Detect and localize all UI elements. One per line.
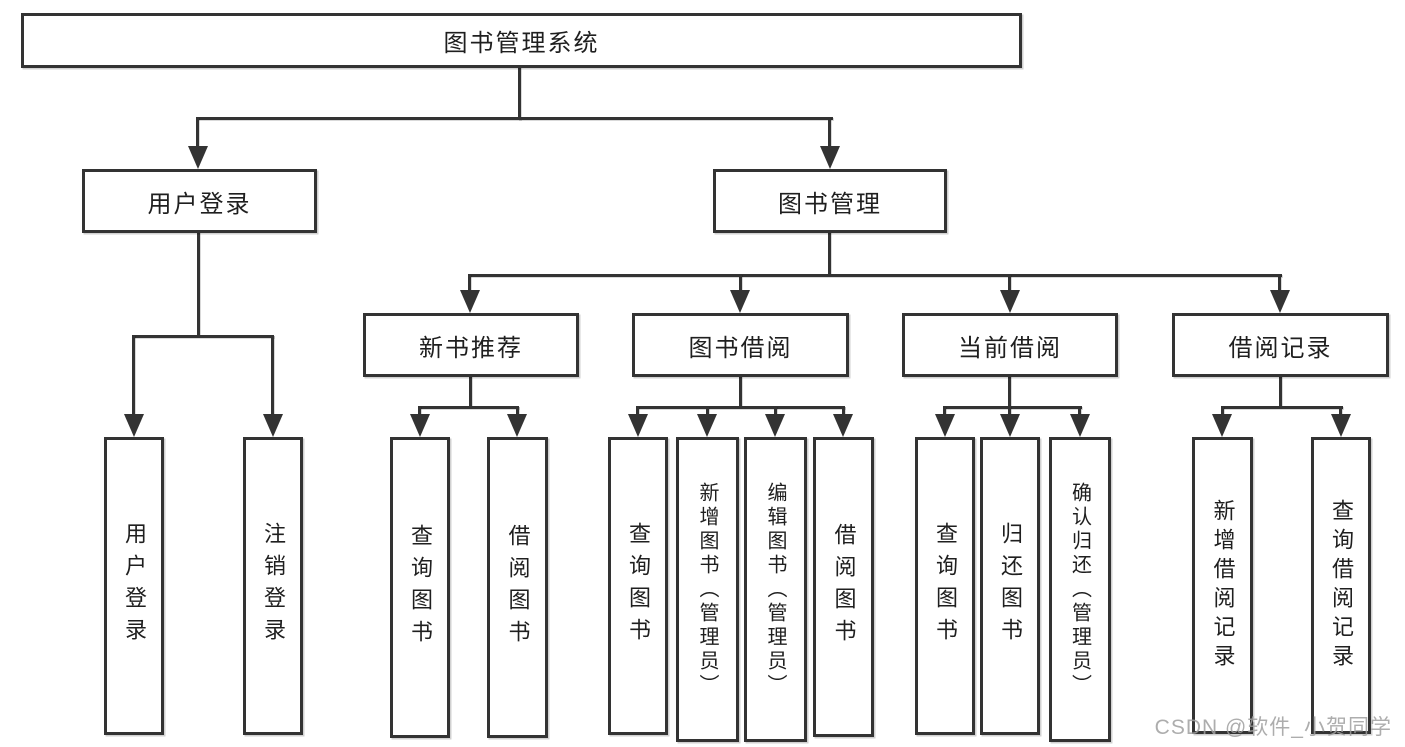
connector-drop-leaf [774,406,777,420]
node-book-borrowing: 图书借阅 [632,313,849,377]
leaf-label: 查询图书 [626,522,651,650]
leaf-label: 新增借阅记录 [1210,498,1236,673]
arrow-down-icon [628,414,648,437]
connector-user-login-horizontal [133,335,274,338]
leaf-label: 借阅图书 [505,523,531,652]
connector-drop-leaf [1339,406,1342,420]
node-book-management: 图书管理 [713,169,947,233]
arrow-down-icon [820,146,840,169]
arrow-down-icon [507,414,527,437]
leaf-label: 查询借阅记录 [1329,498,1354,673]
node-new-book-recommendation: 新书推荐 [363,313,579,377]
connector-root-stub [518,66,521,120]
connector-borrowing-records-horizontal [1221,406,1343,409]
arrow-down-icon [1331,414,1351,437]
node-borrowing-records: 借阅记录 [1172,313,1389,377]
arrow-down-icon [765,414,785,437]
connector-drop-leaf [943,406,946,420]
leaf-user-login: 用户登录 [104,437,164,735]
connector-drop-book-management [828,117,831,148]
connector-drop-borrowing-records [1278,274,1281,294]
connector-drop-leaf [636,406,639,420]
node-library-management-system: 图书管理系统 [21,13,1022,68]
node-label: 图书管理 [778,190,882,218]
arrow-down-icon [188,146,208,169]
connector-book-borrowing-stub [739,375,742,408]
connector-new-book-stub [469,375,472,408]
arrow-down-icon [1270,290,1290,313]
leaf-label: 借阅图书 [831,523,857,651]
leaf-label: 新增图书（管理员） [696,481,718,698]
connector-drop-leaf [132,335,135,417]
arrow-down-icon [410,414,430,437]
arrow-down-icon [730,290,750,313]
node-label: 借阅记录 [1228,334,1333,362]
node-label: 图书管理系统 [443,30,600,57]
connector-drop-current-borrowing [1008,274,1011,294]
node-label: 新书推荐 [419,334,523,362]
connector-drop-leaf [418,406,421,420]
connector-drop-new-book [468,274,471,294]
leaf-label: 归还图书 [998,522,1023,650]
connector-drop-leaf [706,406,709,420]
arrow-down-icon [697,414,717,437]
node-label: 图书借阅 [688,334,793,362]
leaf-label: 查询图书 [408,523,433,652]
connector-new-book-horizontal [418,406,519,409]
leaf-logout: 注销登录 [243,437,303,735]
leaf-return-books: 归还图书 [980,437,1040,735]
leaf-label: 确认归还（管理员） [1068,481,1091,698]
connector-drop-user-login [196,117,199,148]
arrow-down-icon [460,290,480,313]
arrow-down-icon [1212,414,1232,437]
leaf-query-books-current: 查询图书 [915,437,975,735]
connector-drop-leaf [516,406,519,420]
connector-drop-leaf [1221,406,1224,420]
arrow-down-icon [263,414,283,437]
connector-drop-leaf [271,335,274,417]
connector-user-login-stub [197,231,200,337]
connector-level1-horizontal [197,117,833,120]
leaf-label: 注销登录 [261,522,286,650]
node-label: 用户登录 [147,190,252,218]
connector-drop-leaf [1078,406,1081,420]
leaf-label: 用户登录 [122,522,147,650]
watermark: CSDN @软件_小贺同学 [1154,716,1392,739]
connector-drop-leaf [1008,406,1011,420]
leaf-borrow-books-recommend: 借阅图书 [487,437,548,738]
leaf-confirm-return-admin: 确认归还（管理员） [1049,437,1111,742]
leaf-add-book-admin: 新增图书（管理员） [676,437,739,742]
connector-drop-book-borrowing [739,274,742,294]
leaf-edit-book-admin: 编辑图书（管理员） [744,437,807,742]
node-label: 当前借阅 [958,334,1062,362]
arrow-down-icon [1000,414,1020,437]
arrow-down-icon [1070,414,1090,437]
connector-current-borrowing-horizontal [943,406,1082,409]
leaf-label: 查询图书 [933,522,958,650]
arrow-down-icon [124,414,144,437]
connector-borrowing-records-stub [1279,375,1282,408]
connector-level2-horizontal [469,274,1282,277]
leaf-query-books-recommend: 查询图书 [390,437,450,738]
leaf-add-borrow-record: 新增借阅记录 [1192,437,1253,734]
connector-book-borrowing-horizontal [636,406,845,409]
node-user-login: 用户登录 [82,169,317,233]
leaf-query-borrow-record: 查询借阅记录 [1311,437,1371,734]
arrow-down-icon [833,414,853,437]
connector-book-mgmt-stub [828,231,831,276]
node-current-borrowing: 当前借阅 [902,313,1118,377]
connector-current-borrowing-stub [1008,375,1011,408]
arrow-down-icon [1000,290,1020,313]
leaf-query-books-borrowing: 查询图书 [608,437,668,735]
leaf-label: 编辑图书（管理员） [764,481,786,698]
arrow-down-icon [935,414,955,437]
connector-drop-leaf [842,406,845,420]
leaf-borrow-books: 借阅图书 [813,437,874,737]
